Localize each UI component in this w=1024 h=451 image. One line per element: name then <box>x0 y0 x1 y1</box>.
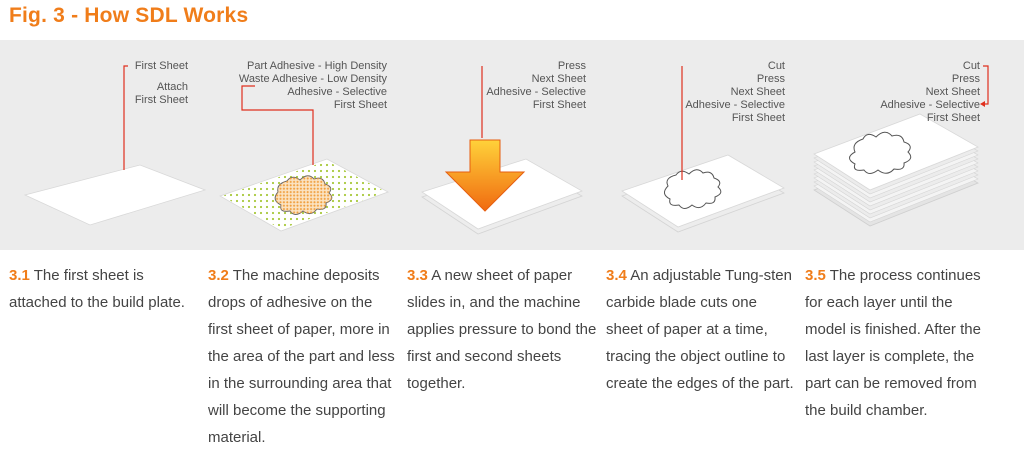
step-number: 3.3 <box>407 267 428 284</box>
label: First Sheet <box>731 112 785 124</box>
high-density-adhesive <box>275 175 332 215</box>
step-3-illustration <box>421 66 583 235</box>
label: Press <box>951 73 980 85</box>
label: Cut <box>767 60 785 72</box>
label: Adhesive - Selective <box>880 99 980 111</box>
caption-text: A new sheet of paper slides in, and the … <box>407 267 597 392</box>
caption-text: The process continues for each layer unt… <box>805 267 981 419</box>
figure-title: Fig. 3 - How SDL Works <box>9 4 249 27</box>
step-4-illustration <box>621 66 785 233</box>
step-1-caption: 3.1 The first sheet is attached to the b… <box>9 262 199 316</box>
label: Attach <box>156 81 188 93</box>
label: Adhesive - Selective <box>486 86 586 98</box>
label: Part Adhesive - High Density <box>246 60 387 72</box>
step-2-labels: Part Adhesive - High Density Waste Adhes… <box>239 60 387 112</box>
step-1-illustration <box>23 65 207 226</box>
step-5-labels: Cut Press Next Sheet Adhesive - Selectiv… <box>880 60 980 125</box>
label: First Sheet <box>926 112 980 124</box>
label: Next Sheet <box>925 86 980 98</box>
caption-text: The first sheet is attached to the build… <box>9 267 185 311</box>
step-number: 3.4 <box>606 267 627 284</box>
label: Next Sheet <box>730 86 785 98</box>
cut-outline <box>664 169 722 209</box>
first-sheet <box>23 164 207 226</box>
step-number: 3.2 <box>208 267 229 284</box>
step-4-caption: 3.4 An adjustable Tung-sten carbide blad… <box>606 262 796 397</box>
leader-line <box>123 65 128 170</box>
step-5-illustration <box>813 65 989 227</box>
label: Cut <box>962 60 980 72</box>
caption-text: An adjustable Tung-sten carbide blade cu… <box>606 267 794 392</box>
step-5-caption: 3.5 The process continues for each layer… <box>805 262 995 424</box>
caption-text: The machine deposits drops of adhesive o… <box>208 267 395 446</box>
label: Press <box>557 60 586 72</box>
step-2-illustration <box>219 85 389 232</box>
step-3-labels: Press Next Sheet Adhesive - Selective Fi… <box>486 60 586 112</box>
label: Press <box>756 73 785 85</box>
process-diagram <box>23 65 989 235</box>
label: Next Sheet <box>531 73 586 85</box>
press-arrow-icon <box>444 139 526 212</box>
step-4-labels: Cut Press Next Sheet Adhesive - Selectiv… <box>685 60 785 125</box>
leader-line <box>241 85 314 165</box>
label: First Sheet <box>333 99 387 111</box>
label: First Sheet <box>134 94 188 106</box>
label: Adhesive - Selective <box>287 86 387 98</box>
part-outline <box>849 131 912 174</box>
cut-sheet <box>621 154 785 228</box>
step-3-caption: 3.3 A new sheet of paper slides in, and … <box>407 262 597 397</box>
label: Waste Adhesive - Low Density <box>238 73 387 85</box>
step-1-labels: First Sheet Attach First Sheet <box>135 60 188 107</box>
leader-line <box>983 65 989 105</box>
step-2-caption: 3.2 The machine deposits drops of adhesi… <box>208 262 398 451</box>
step-number: 3.5 <box>805 267 826 284</box>
top-sheet <box>813 113 979 191</box>
step-number: 3.1 <box>9 267 30 284</box>
label: Adhesive - Selective <box>685 99 785 111</box>
leader-arrow-icon <box>980 101 985 107</box>
label: First Sheet <box>532 99 586 111</box>
label: First Sheet <box>134 60 188 72</box>
